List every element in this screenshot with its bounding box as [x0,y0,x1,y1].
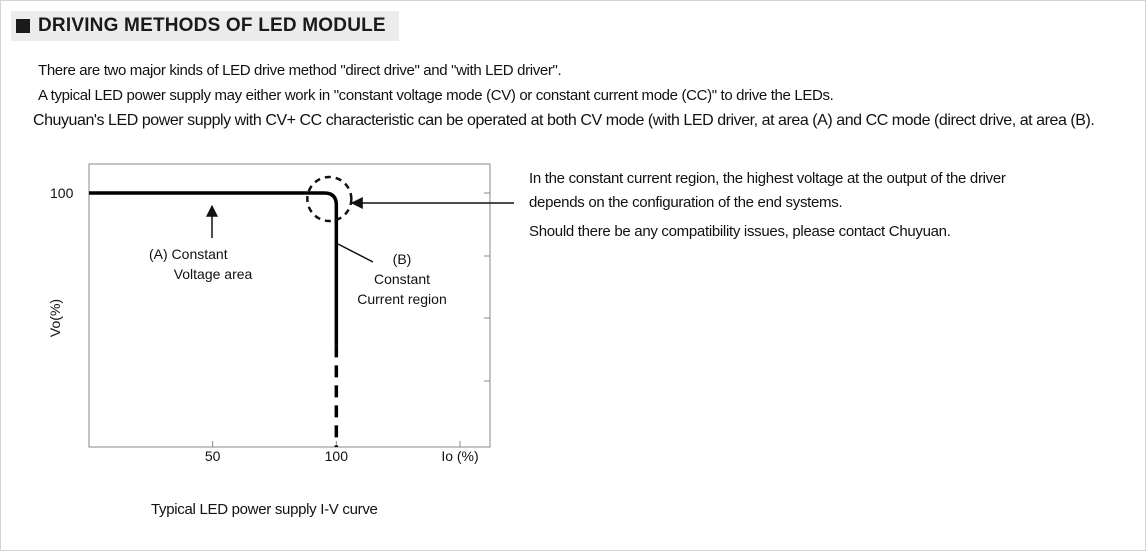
intro-line-1: There are two major kinds of LED drive m… [38,62,562,79]
x-axis-label: Io (%) [441,448,478,464]
note-line-1: In the constant current region, the high… [529,170,1006,187]
note-line-2: depends on the configuration of the end … [529,194,843,211]
cv-cc-curve-solid [89,191,339,346]
annotation-a-text: (A) Constant [149,246,228,262]
intro-line-2: A typical LED power supply may either wo… [38,87,834,104]
intro-line-3: Chuyuan's LED power supply with CV+ CC c… [33,112,1095,129]
annotation-a-text: Voltage area [174,266,253,282]
x-tick-label: 50 [205,448,221,464]
chart-caption: Typical LED power supply I-V curve [151,501,378,518]
square-bullet-icon [16,19,30,33]
x-tick-label: 100 [325,448,349,464]
y-tick-label: 100 [50,185,74,201]
note-line-3: Should there be any compatibility issues… [529,223,951,240]
section-title: DRIVING METHODS OF LED MODULE [38,15,386,36]
annotation-b-text: Constant [374,271,430,287]
area-b-pointer [337,243,374,263]
annotation-b-text: (B) [393,251,412,267]
knee-highlight-circle [306,175,353,223]
annotation-b-text: Current region [357,291,447,307]
section-header: DRIVING METHODS OF LED MODULE [11,11,399,41]
y-axis-label: Vo(%) [47,299,63,337]
plot-frame-box [88,163,491,448]
